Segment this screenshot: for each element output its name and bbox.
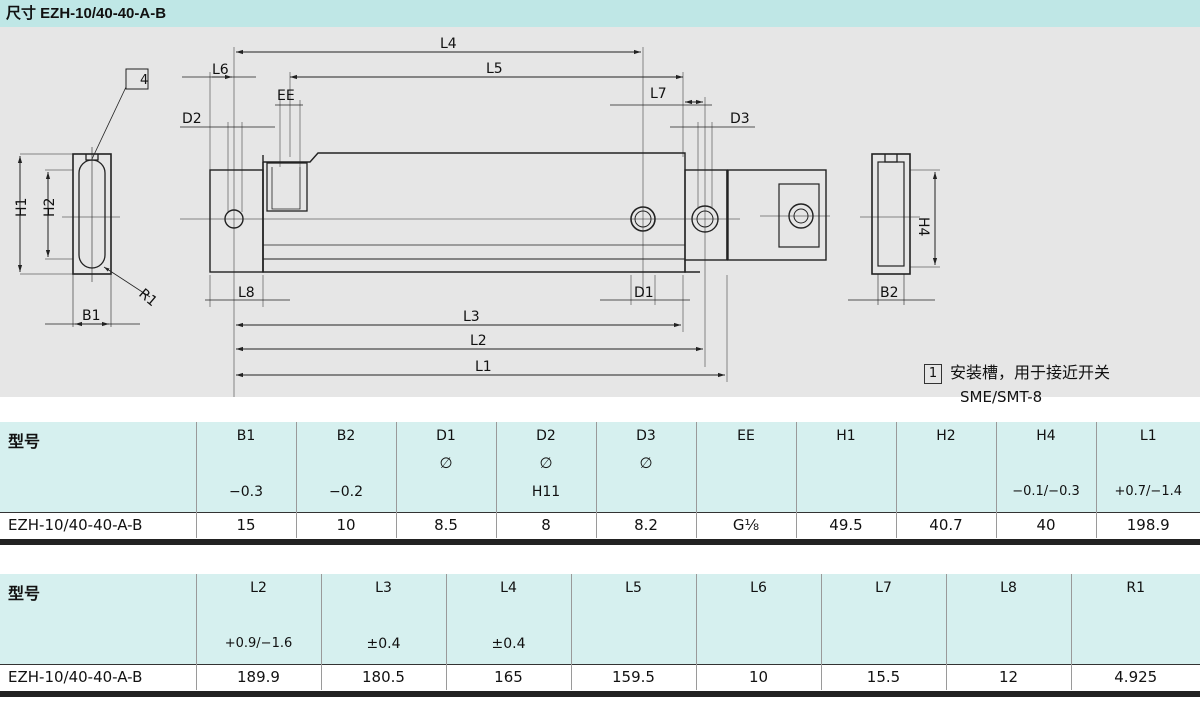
header-l8: L8 <box>946 574 1072 665</box>
dim-label-l8: L8 <box>238 285 255 301</box>
dim-label-l1: L1 <box>475 359 492 375</box>
dimension-drawing: 4 L4 L5 L6 EE L7 D2 D3 H1 H2 H4 R1 B1 B2… <box>14 36 940 397</box>
cell-l4: 165 <box>446 664 572 690</box>
top-dimensions <box>180 49 755 212</box>
cell-b2: 10 <box>296 512 397 538</box>
technical-drawing: 4 L4 L5 L6 EE L7 D2 D3 H1 H2 H4 R1 B1 B2… <box>0 27 1200 406</box>
cell-r1: 4.925 <box>1071 664 1200 690</box>
cell-l2: 189.9 <box>196 664 322 690</box>
spec-table-2: 型号 L2+0.9/−1.6 L3±0.4 L4±0.4 L5 L6 L7 L8… <box>0 574 1200 690</box>
cell-d2: 8 <box>496 512 597 538</box>
cell-l5: 159.5 <box>571 664 697 690</box>
page-title: 尺寸 EZH-10/40-40-A-B <box>0 0 1200 27</box>
header-b1: B1−0.3 <box>196 422 297 513</box>
header-l3: L3±0.4 <box>321 574 447 665</box>
note-sensor-model: SME/SMT-8 <box>960 388 1043 406</box>
header-h1: H1 <box>796 422 897 513</box>
header-r1: R1 <box>1071 574 1200 665</box>
dim-label-d3: D3 <box>730 111 750 127</box>
spec-table-1: 型号 B1−0.3 B2−0.2 D1∅ D2∅H11 D3∅ EE H1 H2… <box>0 422 1200 538</box>
header-h2: H2 <box>896 422 997 513</box>
callout-number: 4 <box>140 73 148 88</box>
note-number-box: 1 <box>924 363 942 384</box>
dim-label-b2: B2 <box>880 285 899 301</box>
cell-ee: G⅛ <box>696 512 797 538</box>
cell-d3: 8.2 <box>596 512 697 538</box>
dim-label-l4: L4 <box>440 36 457 52</box>
cell-b1: 15 <box>196 512 297 538</box>
dim-label-ee: EE <box>277 88 295 104</box>
dim-label-l3: L3 <box>463 309 480 325</box>
header-model: 型号 <box>0 574 197 665</box>
main-side-view <box>180 47 740 397</box>
dim-label-d1: D1 <box>634 285 654 301</box>
cell-h1: 49.5 <box>796 512 897 538</box>
cell-l3: 180.5 <box>321 664 447 690</box>
table-2-bottom-rule <box>0 691 1200 697</box>
header-d3: D3∅ <box>596 422 697 513</box>
cell-l1: 198.9 <box>1096 512 1200 538</box>
header-l1: L1+0.7/−1.4 <box>1096 422 1200 513</box>
cell-l8: 12 <box>946 664 1072 690</box>
cell-h4: 40 <box>996 512 1097 538</box>
header-d1: D1∅ <box>396 422 497 513</box>
dim-label-l2: L2 <box>470 333 487 349</box>
header-d2: D2∅H11 <box>496 422 597 513</box>
cell-l6: 10 <box>696 664 822 690</box>
header-h4: H4−0.1/−0.3 <box>996 422 1097 513</box>
cell-model: EZH-10/40-40-A-B <box>0 664 197 690</box>
right-end-view <box>848 153 940 305</box>
table-row: EZH-10/40-40-A-B 15 10 8.5 8 8.2 G⅛ 49.5… <box>0 512 1200 538</box>
header-l5: L5 <box>571 574 697 665</box>
header-b2: B2−0.2 <box>296 422 397 513</box>
table-1-bottom-rule <box>0 539 1200 545</box>
dim-label-h2: H2 <box>42 198 58 217</box>
note-text: 安装槽，用于接近开关 <box>950 363 1111 382</box>
cell-d1: 8.5 <box>396 512 497 538</box>
left-end-view <box>17 68 151 327</box>
mounting-slot-note: 1 安装槽，用于接近开关 SME/SMT-8 <box>924 361 1110 409</box>
header-ee: EE <box>696 422 797 513</box>
spec-table-2-header: 型号 L2+0.9/−1.6 L3±0.4 L4±0.4 L5 L6 L7 L8… <box>0 574 1200 665</box>
header-l4: L4±0.4 <box>446 574 572 665</box>
dim-label-l5: L5 <box>486 61 503 77</box>
header-l7: L7 <box>821 574 947 665</box>
dim-label-h4: H4 <box>915 217 931 237</box>
spec-table-1-header: 型号 B1−0.3 B2−0.2 D1∅ D2∅H11 D3∅ EE H1 H2… <box>0 422 1200 513</box>
dim-label-h1: H1 <box>14 198 30 217</box>
plate-view <box>727 169 830 261</box>
dim-label-d2: D2 <box>182 111 202 127</box>
header-model: 型号 <box>0 422 197 513</box>
cell-model: EZH-10/40-40-A-B <box>0 512 197 538</box>
header-l2: L2+0.9/−1.6 <box>196 574 322 665</box>
cell-h2: 40.7 <box>896 512 997 538</box>
bottom-dimensions <box>205 275 728 382</box>
header-l6: L6 <box>696 574 822 665</box>
dim-label-l6: L6 <box>212 62 229 78</box>
cell-l7: 15.5 <box>821 664 947 690</box>
dim-label-b1: B1 <box>82 308 101 324</box>
dim-label-l7: L7 <box>650 86 667 102</box>
table-row: EZH-10/40-40-A-B 189.9 180.5 165 159.5 1… <box>0 664 1200 690</box>
